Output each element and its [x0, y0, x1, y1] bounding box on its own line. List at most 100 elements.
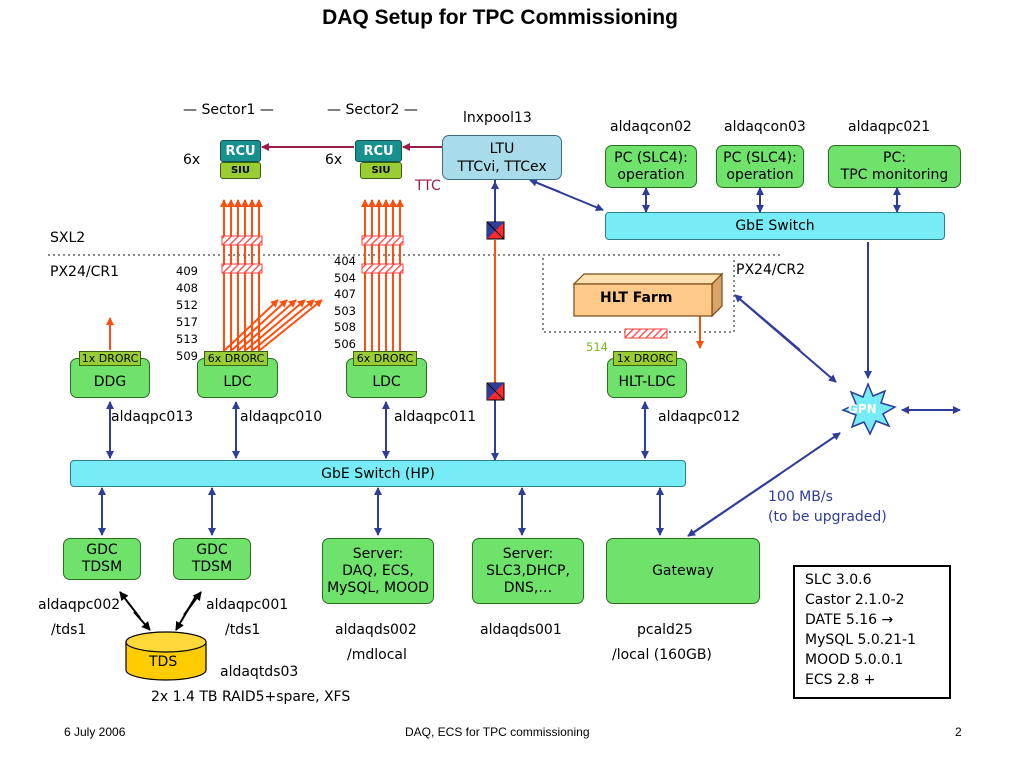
host-aldaqcon02: aldaqcon02 [610, 119, 692, 135]
zone-px24-cr1: PX24/CR1 [50, 264, 119, 280]
ttc-label: TTC [415, 178, 441, 194]
server2-line2: SLC3,DHCP, [486, 562, 570, 579]
server2-line3: DNS,… [503, 579, 553, 596]
gbe-switch-hp[interactable]: GbE Switch (HP) [70, 460, 686, 487]
tds-cylinder [125, 631, 207, 681]
host-gdc2: aldaqpc001 [206, 597, 289, 613]
pc3-line1: PC: [883, 149, 906, 166]
host-server2: aldaqds001 [480, 622, 562, 638]
sector2-fibres [361, 199, 404, 358]
pc1-line2: operation [617, 166, 685, 183]
gdc1-line1: GDC [86, 542, 118, 558]
cr2-separator [542, 258, 735, 333]
host-gdc1: aldaqpc002 [38, 597, 121, 613]
version-line: DATE 5.16 → [805, 612, 894, 628]
host-server1: aldaqds002 [335, 622, 417, 638]
siu-sector2: SIU [360, 162, 402, 179]
version-line: ECS 2.8 + [805, 672, 876, 688]
software-versions-box: SLC 3.0.6 Castor 2.1.0-2 DATE 5.16 → MyS… [793, 565, 951, 699]
pc2-line1: PC (SLC4): [723, 149, 797, 166]
host-ldc2: aldaqpc011 [394, 409, 477, 425]
link-number: 517 [176, 315, 198, 329]
pc3-line2: TPC monitoring [840, 166, 949, 183]
version-line: Castor 2.1.0-2 [805, 592, 905, 608]
host-aldaqcon03: aldaqcon03 [724, 119, 806, 135]
tds-host: aldaqtds03 [220, 664, 299, 680]
zone-px24-cr2: PX24/CR2 [736, 262, 805, 278]
sector2-label: — Sector2 — [327, 102, 418, 118]
ltu-converter-bottom [486, 382, 505, 401]
siu-sector1: SIU [220, 162, 261, 179]
hlt-farm-label: HLT Farm [600, 290, 673, 306]
link-number: 506 [334, 336, 356, 351]
link-number: 512 [176, 298, 198, 312]
footer-title: DAQ, ECS for TPC commissioning [405, 725, 590, 739]
zone-sxl2: SXL2 [50, 230, 86, 246]
gdc2-line2: TDSM [191, 559, 233, 575]
pc2-line2: operation [726, 166, 794, 183]
bandwidth-note: 100 MB/s (to be upgraded) [768, 487, 887, 527]
ltu-box[interactable]: LTU TTCvi, TTCex [442, 135, 562, 180]
sector2-multiplier: 6x [325, 152, 343, 168]
link-number: 408 [176, 281, 198, 295]
pc-operation-2[interactable]: PC (SLC4): operation [716, 145, 804, 188]
gdc2-line1: GDC [196, 542, 228, 558]
server-daq[interactable]: Server: DAQ, ECS, MySQL, MOOD [322, 538, 434, 604]
link-numbers-sector1: 409 408 512 517 513 509 [176, 263, 198, 365]
rcu-sector2[interactable]: RCU [355, 140, 402, 162]
host-aldaqpc021: aldaqpc021 [848, 119, 931, 135]
server1-line1: Server: [352, 545, 404, 562]
link-number: 509 [176, 349, 198, 363]
bandwidth-line2: (to be upgraded) [768, 509, 887, 525]
ltu-line1: LTU [489, 141, 515, 157]
version-line: MySQL 5.0.21-1 [805, 632, 917, 648]
tds-description: 2x 1.4 TB RAID5+spare, XFS [151, 689, 351, 705]
link-number-hlt: 514 [586, 340, 608, 354]
hp-switch-links [98, 401, 664, 536]
server2-line1: Server: [502, 545, 554, 562]
footer-date: 6 July 2006 [64, 725, 126, 739]
tds-label: TDS [149, 654, 178, 670]
ltu-host: lnxpool13 [463, 110, 532, 126]
server-slc3[interactable]: Server: SLC3,DHCP, DNS,… [472, 538, 584, 604]
bandwidth-line1: 100 MB/s [768, 489, 833, 505]
server1-line3: MySQL, MOOD [327, 579, 429, 596]
host-gateway: pcald25 [637, 622, 693, 638]
server1-line2: DAQ, ECS, [342, 562, 414, 579]
path-gateway: /local (160GB) [612, 647, 712, 663]
link-number: 503 [334, 303, 356, 318]
drorc-hltldc: 1x DRORC [613, 351, 677, 366]
link-numbers-sector2: 404 504 407 503 508 506 [334, 253, 356, 352]
sector1-multiplier: 6x [183, 152, 201, 168]
page-title: DAQ Setup for TPC Commissioning [322, 6, 678, 29]
path-gdc1: /tds1 [51, 622, 87, 638]
pc-operation-1[interactable]: PC (SLC4): operation [605, 145, 697, 188]
ltu-line2: TTCvi, TTCex [457, 159, 547, 175]
link-number: 504 [334, 270, 356, 285]
sector1-fibres [220, 199, 323, 360]
gdc1-line2: TDSM [81, 559, 123, 575]
drorc-ldc2: 6x DRORC [353, 351, 417, 366]
rcu-sector1[interactable]: RCU [220, 140, 261, 162]
gdc-2[interactable]: GDC TDSM [173, 538, 251, 580]
gbe-switch-top[interactable]: GbE Switch [605, 212, 945, 240]
link-number: 513 [176, 332, 198, 346]
gateway[interactable]: Gateway [606, 538, 760, 604]
version-line: MOOD 5.0.0.1 [805, 652, 904, 668]
gpn-label: GPN [848, 402, 877, 416]
gpn-star [841, 381, 897, 436]
host-hlt-ldc: aldaqpc012 [658, 409, 741, 425]
link-number: 409 [176, 264, 198, 278]
path-server1: /mdlocal [347, 647, 407, 663]
gdc-1[interactable]: GDC TDSM [63, 538, 141, 580]
drorc-ddg: 1x DRORC [79, 351, 141, 366]
host-ddg: aldaqpc013 [111, 409, 194, 425]
link-number: 508 [334, 320, 356, 334]
drorc-ldc1: 6x DRORC [204, 351, 268, 366]
link-number: 407 [334, 287, 356, 301]
version-line: SLC 3.0.6 [805, 572, 872, 588]
sector1-label: — Sector1 — [183, 102, 274, 118]
pc-tpc-monitoring[interactable]: PC: TPC monitoring [828, 145, 961, 188]
footer-page-number: 2 [955, 725, 962, 739]
